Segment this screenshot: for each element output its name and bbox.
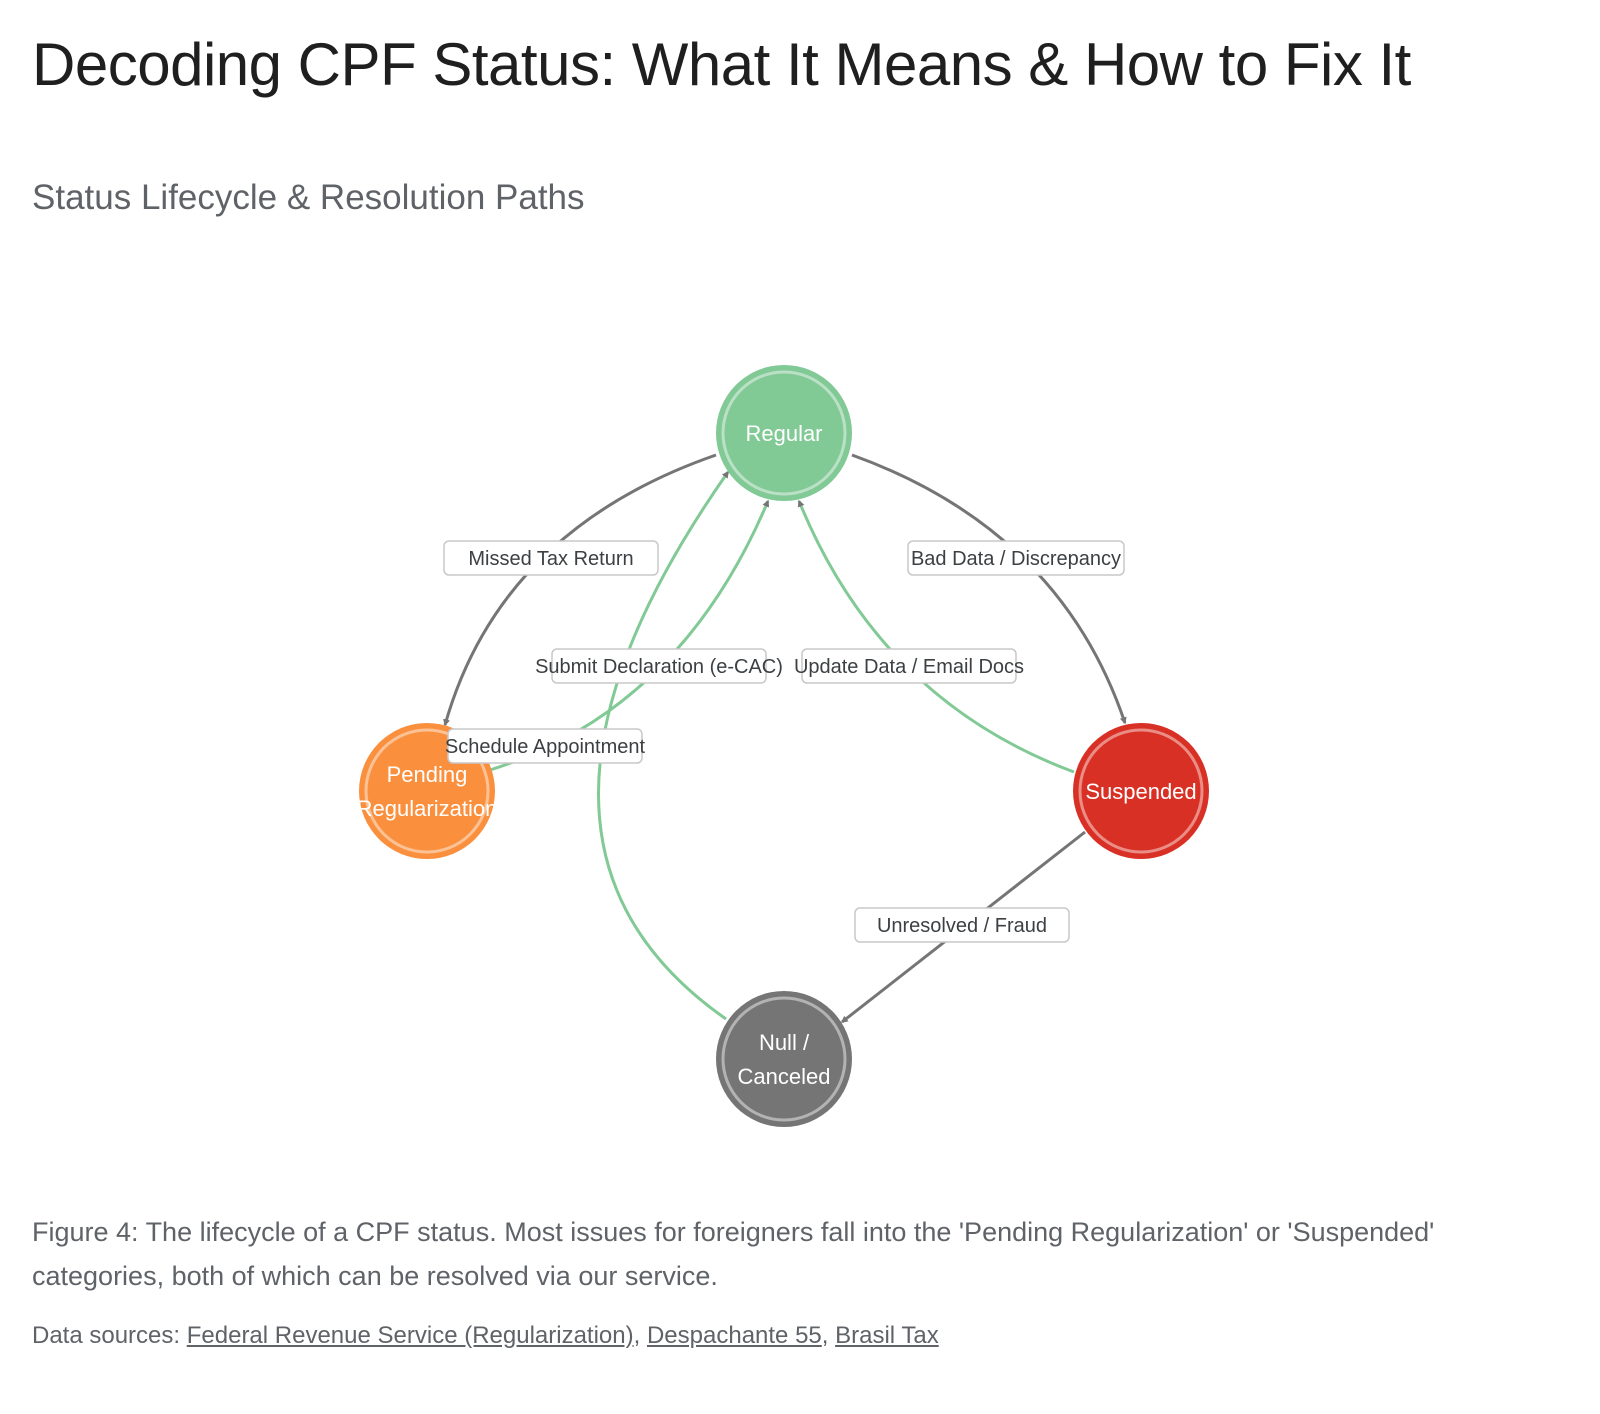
edge-label-box: [801, 648, 1017, 684]
edge-null-to-regular: [597, 470, 730, 1021]
node-inner-ring: [1078, 728, 1204, 854]
node-label: Canceled: [738, 1064, 831, 1089]
node-circle: [1073, 723, 1209, 859]
node-regular[interactable]: Regular: [716, 365, 852, 501]
sources-separator: ,: [821, 1322, 836, 1349]
node-inner-ring: [364, 728, 490, 854]
sources-separator: ,: [633, 1322, 647, 1349]
edge-label-suspended-to-regular: Update Data / Email Docs: [794, 648, 1024, 684]
node-label: Regularization: [357, 796, 498, 821]
edge-label-text: Missed Tax Return: [468, 548, 633, 570]
edge-labels-layer: Missed Tax Return Bad Data / DiscrepancyU…: [443, 540, 1125, 943]
node-label: Suspended: [1085, 779, 1196, 804]
edge-label-pending-to-regular: Submit Declaration (e-CAC): [535, 648, 783, 684]
edge-label-regular-to-suspended: Bad Data / Discrepancy: [907, 540, 1125, 576]
node-circle: [716, 365, 852, 501]
data-sources: Data sources: Federal Revenue Service (R…: [32, 1322, 939, 1350]
node-label: Regular: [745, 421, 822, 446]
node-inner-ring: [721, 996, 847, 1122]
edge-label-box: [907, 540, 1125, 576]
edge-label-box: [447, 728, 643, 764]
edge-regular-to-pending: [443, 453, 717, 727]
source-link-despachante-55[interactable]: Despachante 55: [646, 1322, 822, 1349]
figure-caption: Figure 4: The lifecycle of a CPF status.…: [32, 1217, 1435, 1291]
edge-label-null-to-regular: Schedule Appointment: [445, 728, 646, 764]
node-circle: [716, 991, 852, 1127]
edge-label-text: Unresolved / Fraud: [877, 915, 1047, 937]
source-link-federal-revenue[interactable]: Federal Revenue Service (Regularization): [186, 1322, 634, 1349]
source-link-brasil-tax[interactable]: Brasil Tax: [835, 1322, 939, 1349]
edge-label-box: [854, 907, 1070, 943]
node-suspended[interactable]: Suspended: [1073, 723, 1209, 859]
node-null[interactable]: Null / Canceled: [716, 991, 852, 1127]
edge-label-regular-to-pending: Missed Tax Return: [443, 540, 659, 576]
node-label: Pending: [387, 762, 468, 787]
page-title: Decoding CPF Status: What It Means & How…: [32, 31, 1411, 98]
edge-label-text: Bad Data / Discrepancy: [911, 548, 1121, 570]
edge-label-suspended-to-null: Unresolved / Fraud: [854, 907, 1070, 943]
node-label: Null /: [759, 1030, 810, 1055]
edge-label-text: Schedule Appointment: [445, 736, 646, 758]
edge-label-text: Submit Declaration (e-CAC): [535, 656, 783, 678]
node-inner-ring: [721, 370, 847, 496]
sources-prefix: Data sources:: [32, 1322, 187, 1349]
section-title: Status Lifecycle & Resolution Paths: [32, 178, 585, 217]
edge-label-box: [443, 540, 659, 576]
edge-label-box: [551, 648, 767, 684]
edge-label-text: Update Data / Email Docs: [794, 656, 1024, 678]
